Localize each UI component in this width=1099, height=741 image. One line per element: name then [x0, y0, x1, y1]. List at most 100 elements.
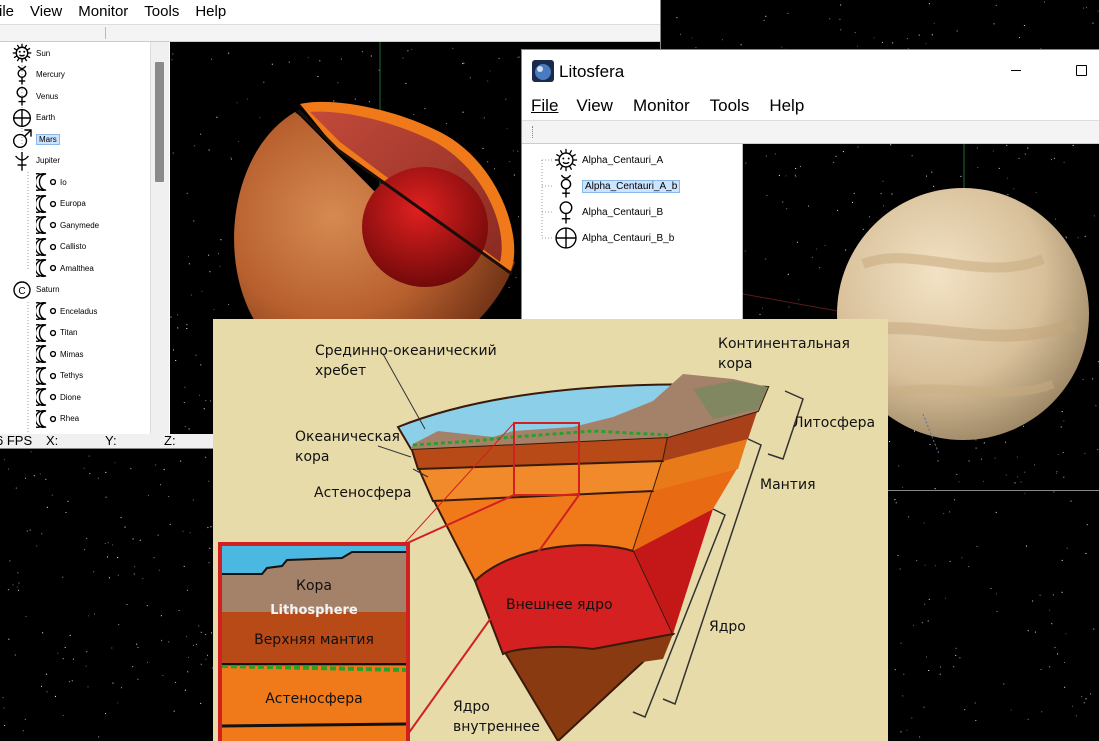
back-tree-item-label: Enceladus [60, 306, 98, 316]
front-tree-item[interactable]: Alpha_Centauri_A_b [554, 174, 681, 198]
minimize-icon[interactable] [1011, 70, 1021, 71]
zoom-inset: Кора Lithosphere Верхняя мантия Астеносф… [218, 542, 410, 741]
moon-icon [36, 387, 56, 407]
front-tree-item-label: Alpha_Centauri_B_b [582, 232, 675, 244]
moon-icon [36, 323, 56, 343]
sun-icon [12, 43, 32, 63]
app-logo-icon [532, 60, 554, 82]
back-tree-item-label: Jupiter [36, 156, 61, 165]
zoom-asthenosphere-label: Астеносфера [265, 691, 363, 707]
back-toolbar [0, 24, 660, 42]
front-tree-item-label: Alpha_Centauri_A [582, 154, 664, 166]
back-tree-item[interactable]: Europa [36, 194, 86, 214]
back-tree-item-label: Venus [36, 91, 59, 101]
back-tree-item[interactable]: Tethys [36, 366, 83, 386]
back-tree-item-label: Mars [36, 133, 60, 145]
x-readout: X: [46, 433, 59, 448]
back-tree-item-label: Rhea [60, 414, 80, 423]
y-readout: Y: [105, 433, 117, 448]
z-readout: Z: [164, 433, 176, 448]
front-menu-tools[interactable]: Tools [709, 96, 750, 115]
back-tree-item[interactable]: Dione [36, 387, 81, 407]
label-mantle: Мантия [760, 477, 816, 493]
venus-icon [12, 86, 32, 106]
back-tree-item-label: Tethys [60, 371, 84, 380]
zoom-crust-label: Кора [296, 578, 332, 594]
back-menu-tools[interactable]: Tools [144, 2, 180, 20]
back-tree-item[interactable]: C Saturn [12, 280, 60, 300]
moon-icon [36, 237, 56, 257]
back-menu-help[interactable]: Help [195, 2, 227, 20]
back-tree-item-label: Titan [60, 328, 78, 337]
front-menubar: File View Monitor Tools Help [522, 92, 1099, 120]
back-menu-file[interactable]: ile [0, 2, 15, 20]
earth-icon [554, 226, 578, 250]
window-title: Litosfera [559, 62, 625, 81]
back-tree-item-label: Sun [36, 48, 51, 58]
zoom-upper-mantle-label: Верхняя мантия [254, 632, 374, 648]
back-tree-item-label: Io [60, 177, 67, 187]
moon-icon [36, 366, 56, 386]
back-tree-item-label: Amalthea [60, 263, 94, 273]
front-menu-monitor[interactable]: Monitor [632, 96, 690, 115]
label-core: Ядро [709, 619, 746, 635]
mars-cutaway [234, 42, 516, 434]
saturn-icon: C [12, 280, 32, 300]
moon-icon [36, 344, 56, 364]
front-3d-viewport[interactable] [743, 144, 1099, 490]
moon-icon [36, 194, 56, 214]
back-tree-item[interactable]: Ganymede [36, 215, 99, 235]
front-toolbar [522, 120, 1099, 144]
back-tree-item[interactable]: Jupiter [12, 151, 60, 171]
back-menu-view[interactable]: View [30, 2, 63, 20]
label-lithosphere: Литосфера [793, 415, 876, 431]
back-tree-item-label: Saturn [36, 285, 60, 294]
mars-icon [12, 129, 32, 149]
zoom-lithosphere-label: Lithosphere [270, 603, 358, 618]
earth-wedge [377, 353, 804, 741]
svg-text:C: C [18, 286, 25, 297]
back-tree-item[interactable]: Enceladus [36, 301, 97, 321]
label-oceanic-crust: Океаническая кора [295, 429, 400, 465]
mercury-icon [554, 174, 578, 198]
maximize-icon[interactable] [1076, 65, 1087, 76]
back-tree-item-label: Dione [60, 392, 81, 402]
back-tree-item[interactable]: Amalthea [36, 258, 94, 278]
front-tree-item-label: Alpha_Centauri_B [582, 206, 664, 218]
back-tree-item-label: Earth [36, 113, 56, 122]
back-tree-item[interactable]: Mimas [36, 344, 84, 364]
back-tree-item[interactable]: Io [36, 172, 67, 192]
moon-icon [36, 409, 56, 429]
back-tree-item-label: Ganymede [60, 220, 100, 230]
front-menu-view[interactable]: View [576, 96, 613, 115]
front-titlebar[interactable]: Litosfera [522, 50, 1099, 92]
front-tree-item[interactable]: Alpha_Centauri_B [554, 200, 663, 224]
back-menu-monitor[interactable]: Monitor [78, 2, 129, 20]
back-tree-item[interactable]: Earth [12, 108, 55, 128]
front-menu-help[interactable]: Help [769, 96, 805, 115]
front-tree-item[interactable]: Alpha_Centauri_B_b [554, 226, 674, 250]
back-tree-item-label: Mimas [60, 349, 84, 359]
mercury-icon [12, 65, 32, 85]
back-scroll-thumb[interactable] [155, 62, 164, 182]
front-menu-file[interactable]: File [531, 96, 559, 115]
back-tree-item[interactable]: Mars [12, 129, 60, 149]
back-tree-item[interactable]: Sun [12, 43, 50, 63]
back-tree-item[interactable]: Venus [12, 86, 58, 106]
sun-icon [554, 148, 578, 172]
moon-icon [36, 301, 56, 321]
label-outer-core: Внешнее ядро [506, 597, 613, 613]
back-tree-item-label: Europa [60, 199, 86, 208]
back-tree-item[interactable]: Titan [36, 323, 78, 343]
earth-structure-diagram: Кора Lithosphere Верхняя мантия Астеносф… [213, 319, 888, 741]
label-ridge: Срединно-океанический хребет [315, 343, 497, 379]
back-tree-scrollbar[interactable] [150, 42, 169, 434]
back-tree-item[interactable]: Mercury [12, 65, 65, 85]
earth-icon [12, 108, 32, 128]
front-tree-item[interactable]: Alpha_Centauri_A [554, 148, 663, 172]
back-tree-item[interactable]: Callisto [36, 237, 86, 257]
moon-icon [36, 258, 56, 278]
moon-icon [36, 172, 56, 192]
back-tree-item[interactable]: Rhea [36, 409, 79, 429]
